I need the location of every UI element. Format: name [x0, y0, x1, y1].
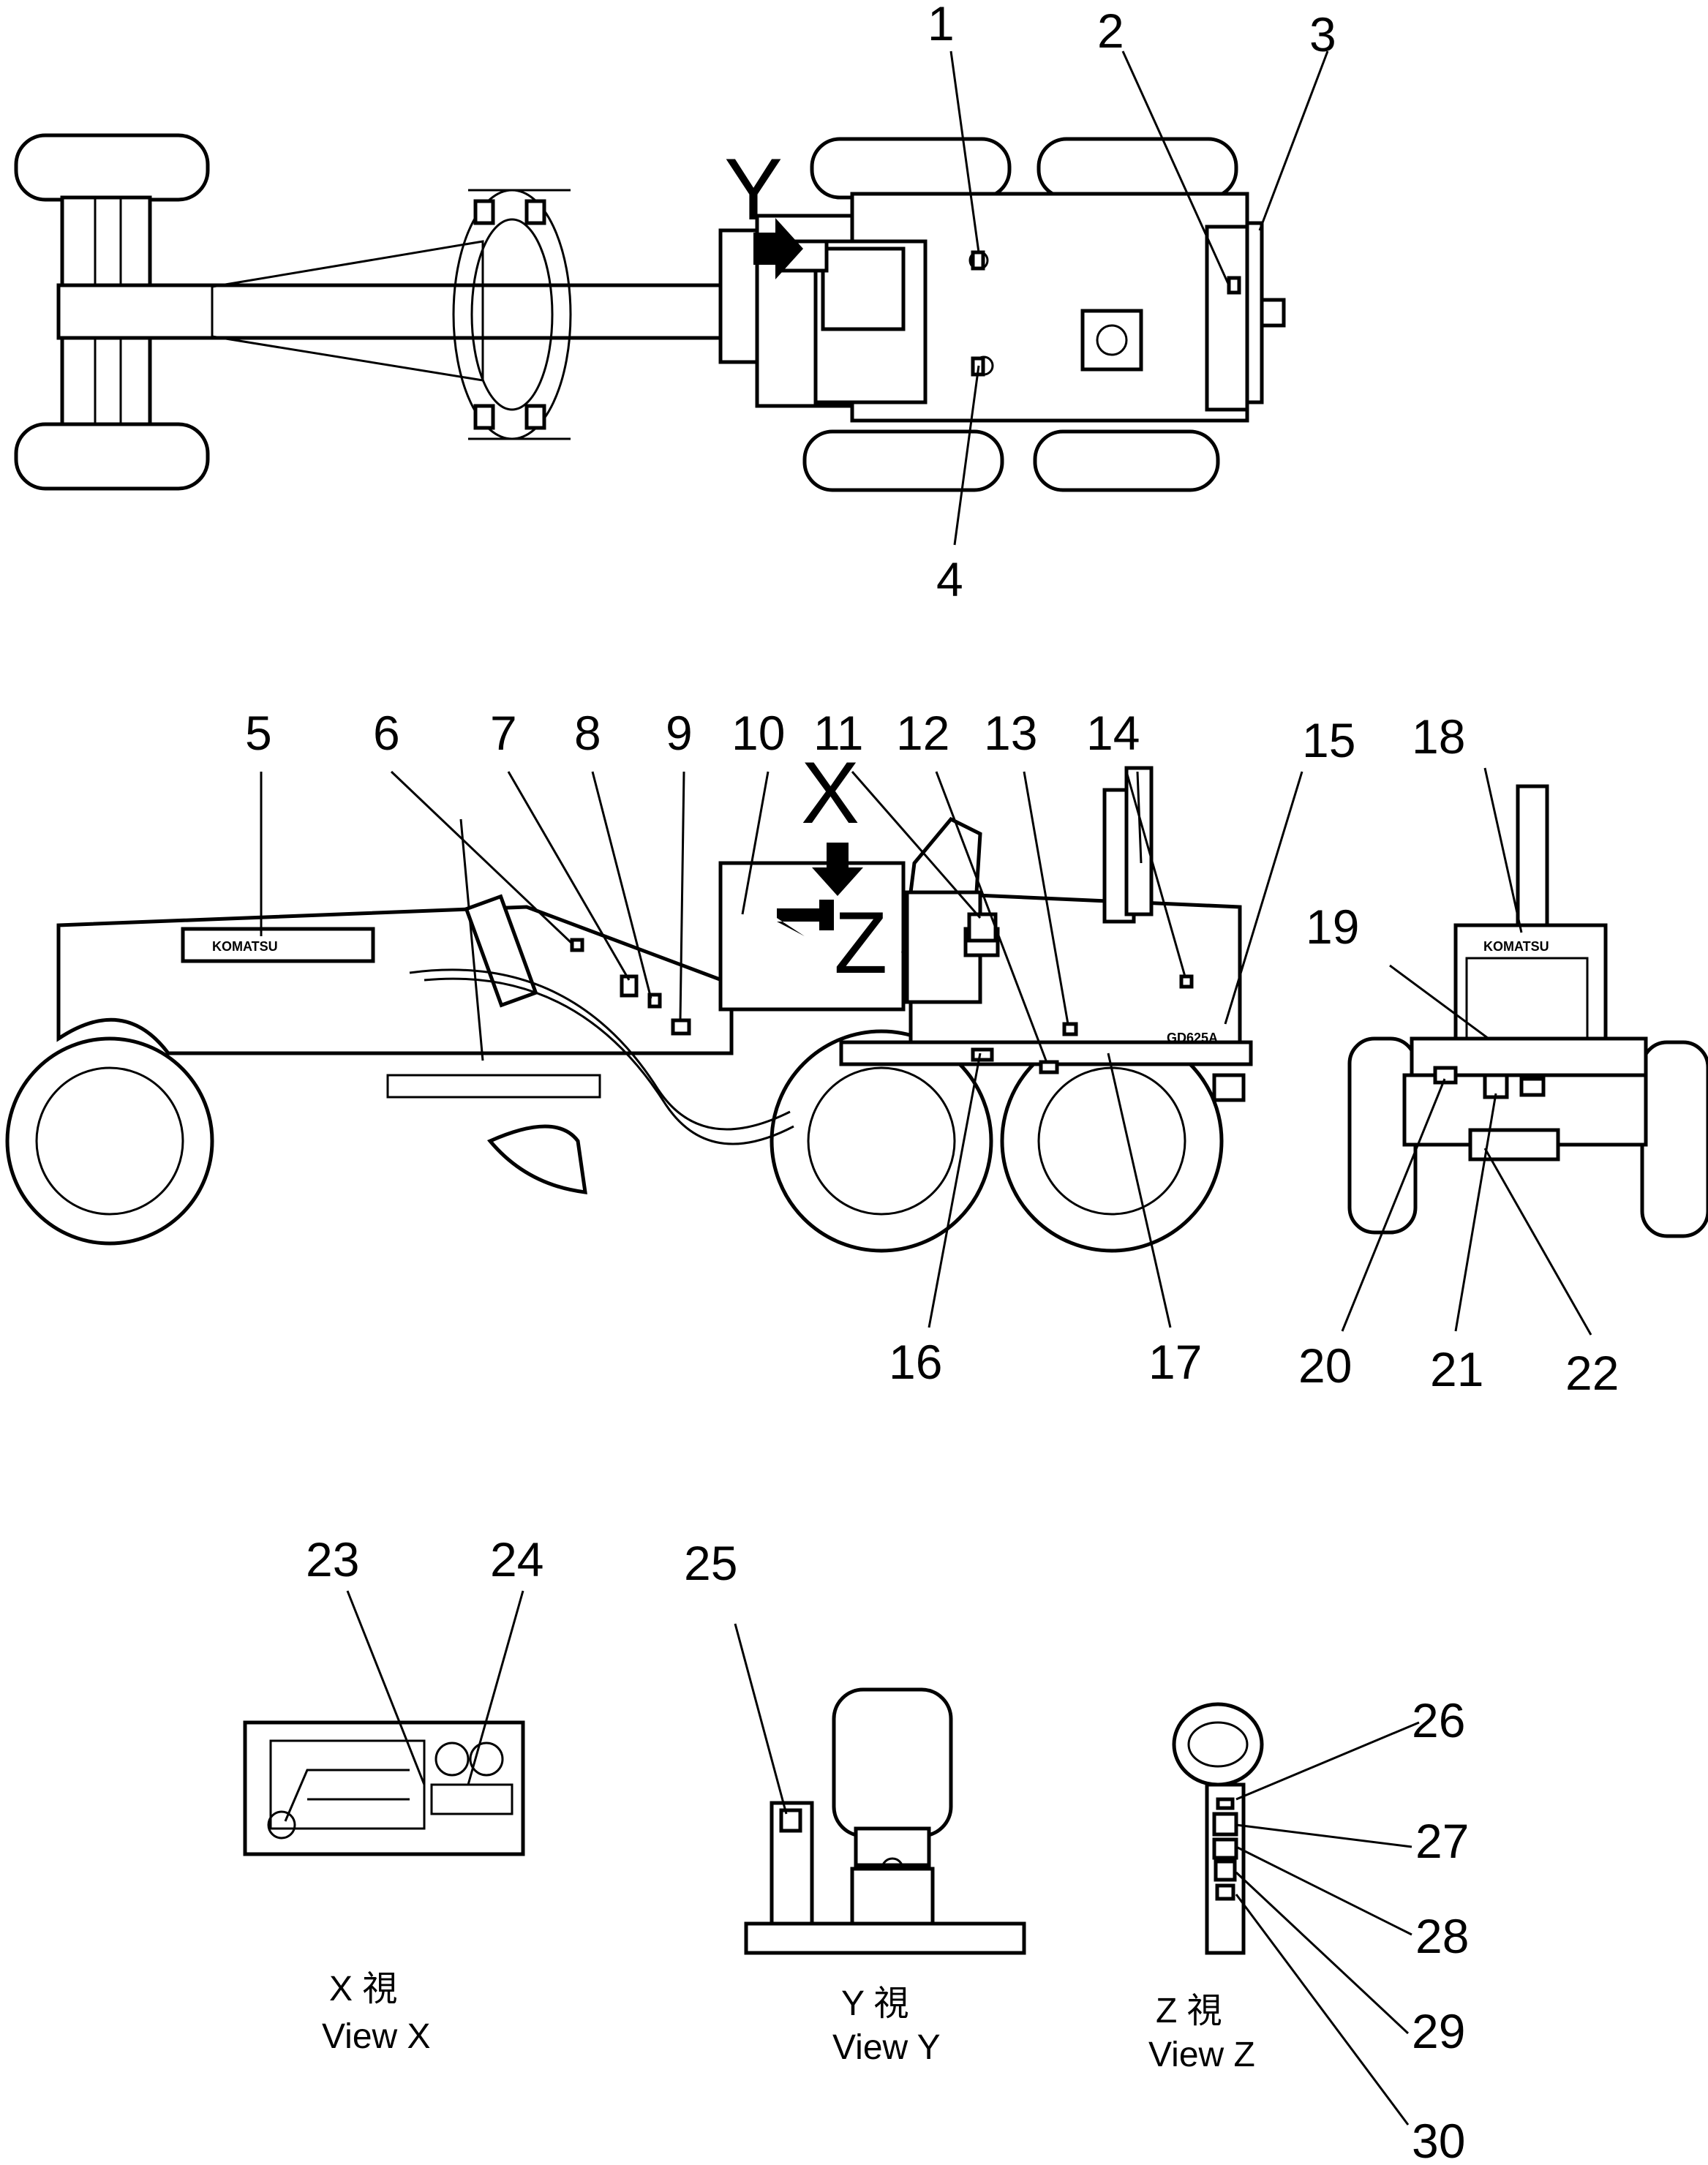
view-z-steering-wheel	[1172, 1702, 1264, 1787]
callout-28: 28	[1415, 1909, 1469, 1963]
rear-view: KOMATSU	[1347, 784, 1708, 1238]
side-front-tire	[5, 1036, 214, 1246]
top-view	[14, 133, 1286, 492]
rear-right-tire	[1640, 1040, 1708, 1238]
caption-z-kanji: Z 視	[1156, 1992, 1222, 2030]
callout-16: 16	[889, 1335, 942, 1389]
view-z-letter: Z	[834, 894, 887, 992]
captions: X 視 View X Y 視 View Y Z 視 View Z	[322, 1970, 1255, 2074]
callout-2: 2	[1097, 4, 1124, 58]
top-rear-tire-1	[810, 137, 1012, 200]
caption-y-english: View Y	[832, 2028, 941, 2067]
callout-9: 9	[666, 706, 693, 760]
callout-numbers: 1 2 3 4 5 6 7 8 9 10 11 12 13 14 15 16 1…	[245, 0, 1619, 2165]
leader-lines	[260, 50, 1592, 2126]
side-blade	[486, 1124, 587, 1194]
view-y-letter: Y	[724, 140, 783, 238]
top-rear-tire-4	[1033, 429, 1220, 492]
callout-1: 1	[928, 0, 955, 50]
callout-11: 11	[813, 706, 864, 760]
callout-6: 6	[373, 706, 400, 760]
callout-30: 30	[1412, 2114, 1465, 2165]
svg-text:KOMATSU: KOMATSU	[212, 939, 278, 954]
callout-19: 19	[1306, 900, 1359, 954]
view-z-marker: Z	[777, 894, 887, 992]
top-front-right-tire	[14, 422, 210, 491]
callout-5: 5	[245, 706, 272, 760]
view-x-panel	[243, 1720, 525, 1856]
view-y-seat-back	[832, 1687, 953, 1838]
callout-20: 20	[1298, 1338, 1352, 1393]
callout-22: 22	[1565, 1346, 1619, 1400]
top-rear-tire-3	[802, 429, 1004, 492]
top-main-frame	[56, 283, 763, 340]
top-rear-tire-2	[1037, 137, 1238, 200]
side-cab	[718, 861, 906, 1012]
view-x-marker: X	[801, 744, 863, 896]
callout-27: 27	[1415, 1814, 1469, 1868]
callout-12: 12	[896, 706, 949, 760]
view-x-letter: X	[801, 744, 859, 842]
callout-25: 25	[684, 1536, 737, 1590]
top-front-left-tire	[14, 133, 210, 202]
caption-z-english: View Z	[1148, 2036, 1255, 2074]
callout-17: 17	[1148, 1335, 1202, 1389]
callout-13: 13	[984, 706, 1037, 760]
side-logo-plate	[181, 927, 375, 963]
rear-exhaust	[1516, 784, 1549, 927]
callout-21: 21	[1430, 1342, 1483, 1396]
view-x-detail	[243, 1720, 525, 1856]
view-z-detail	[1172, 1702, 1264, 1955]
callout-23: 23	[306, 1532, 359, 1586]
callout-10: 10	[731, 706, 785, 760]
callout-15: 15	[1302, 713, 1355, 767]
side-rear-tire-1	[770, 1029, 993, 1253]
callout-14: 14	[1086, 706, 1140, 760]
caption-x-english: View X	[322, 2017, 431, 2056]
callout-26: 26	[1412, 1693, 1465, 1747]
view-y-marker: Y	[724, 140, 803, 279]
callout-18: 18	[1412, 709, 1465, 764]
view-y-detail	[744, 1687, 1026, 1955]
callout-7: 7	[490, 706, 517, 760]
callout-8: 8	[574, 706, 601, 760]
callout-24: 24	[490, 1532, 543, 1586]
caption-y-kanji: Y 視	[841, 1984, 909, 2023]
caption-x-kanji: X 視	[329, 1970, 397, 2008]
svg-text:KOMATSU: KOMATSU	[1483, 939, 1549, 954]
callout-3: 3	[1309, 7, 1336, 61]
callout-29: 29	[1412, 2004, 1465, 2058]
callout-4: 4	[936, 552, 963, 606]
side-view: KOMATSU GD625A	[5, 766, 1253, 1253]
